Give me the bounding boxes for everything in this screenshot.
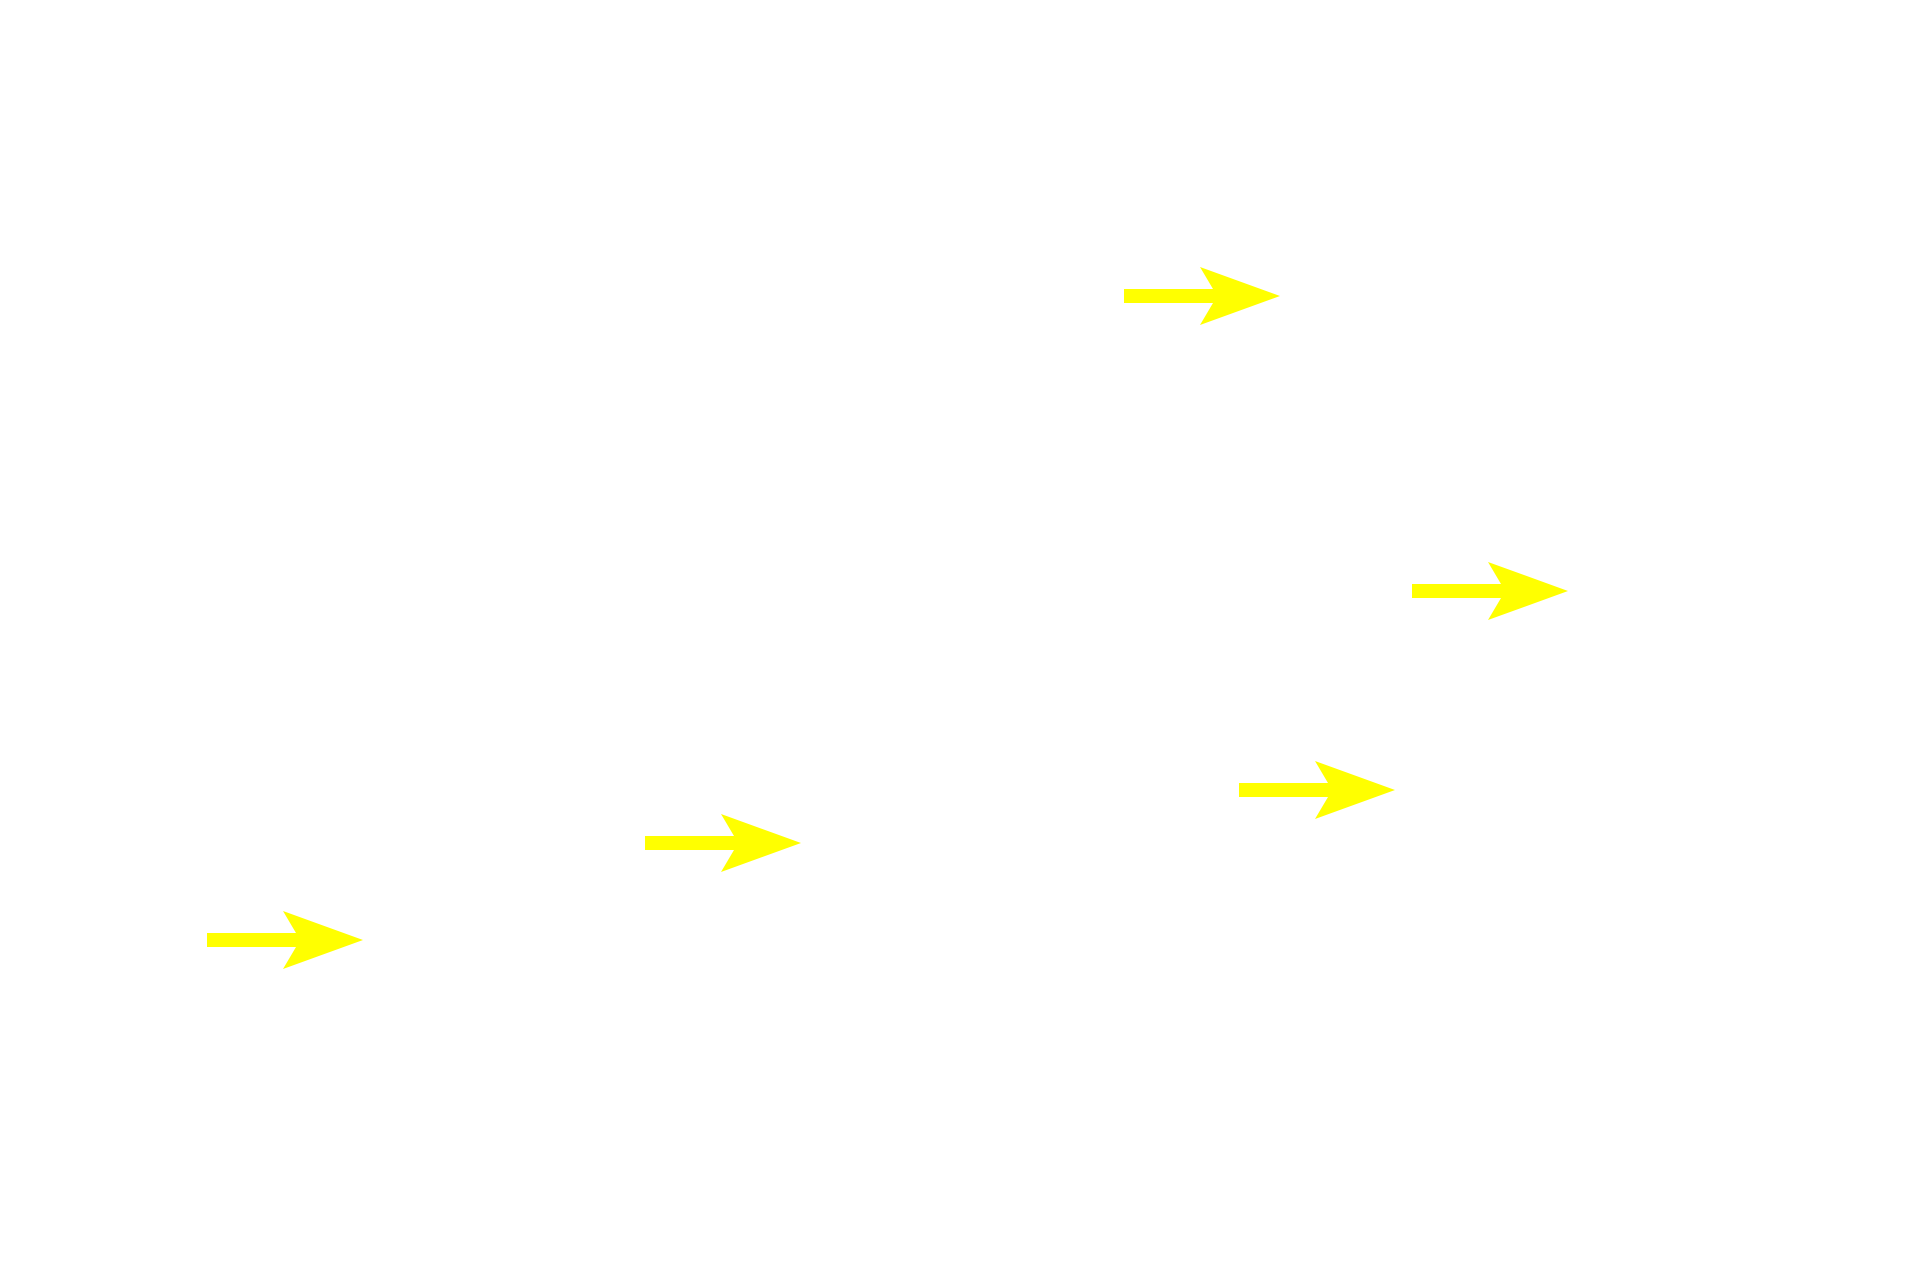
- arrow-right-icon: [645, 814, 801, 872]
- arrow-right-icon-graphic: [1412, 562, 1568, 620]
- arrow-right-icon-graphic: [1124, 267, 1280, 325]
- arrow-right-icon: [207, 911, 363, 969]
- arrow-right-icon-graphic: [207, 911, 363, 969]
- arrow-right-icon: [1124, 267, 1280, 325]
- arrow-right-icon: [1239, 761, 1395, 819]
- arrow-right-icon-graphic: [1239, 761, 1395, 819]
- arrow-right-icon-graphic: [645, 814, 801, 872]
- arrow-right-icon: [1412, 562, 1568, 620]
